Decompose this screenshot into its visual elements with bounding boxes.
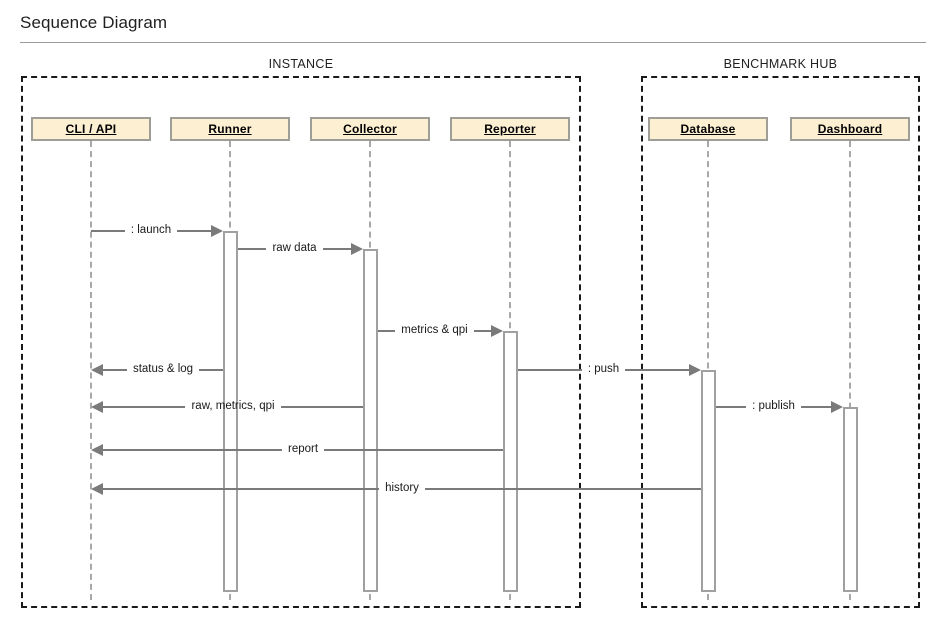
message-line-left bbox=[518, 369, 582, 371]
participant-database[interactable]: Database bbox=[648, 117, 768, 141]
message-line-left bbox=[378, 330, 396, 332]
activation-bar-runner[interactable] bbox=[223, 231, 238, 592]
message-label-m9: history bbox=[385, 482, 419, 494]
message-label-m8: report bbox=[287, 443, 319, 455]
message-m3[interactable]: metrics & qpi bbox=[378, 324, 503, 338]
message-line-right bbox=[199, 369, 223, 371]
participant-label-cli-api: CLI / API bbox=[65, 122, 117, 136]
message-m9[interactable]: history bbox=[91, 482, 701, 496]
group-frame-instance bbox=[21, 76, 581, 608]
group-frame-benchmark-hub bbox=[641, 76, 920, 608]
message-m8[interactable]: report bbox=[91, 443, 504, 457]
message-line-right bbox=[625, 369, 690, 371]
participant-collector[interactable]: Collector bbox=[310, 117, 430, 141]
arrow-head-left-icon bbox=[91, 364, 103, 376]
title-divider bbox=[20, 42, 926, 43]
message-label-m1: : launch bbox=[130, 224, 172, 236]
message-line-right bbox=[473, 330, 491, 332]
message-label-m5: : push bbox=[587, 363, 620, 375]
message-label-m3: metrics & qpi bbox=[401, 324, 468, 336]
activation-bar-collector[interactable] bbox=[363, 249, 378, 592]
message-label-m7: : publish bbox=[752, 400, 795, 412]
message-line-right bbox=[177, 230, 211, 232]
message-m1[interactable]: : launch bbox=[91, 224, 223, 238]
participant-reporter[interactable]: Reporter bbox=[450, 117, 570, 141]
message-m5[interactable]: : push bbox=[518, 363, 702, 377]
message-label-m2: raw data bbox=[272, 242, 317, 254]
message-line-right bbox=[324, 449, 504, 451]
activation-bar-dashboard[interactable] bbox=[843, 407, 858, 592]
arrow-head-left-icon bbox=[91, 483, 103, 495]
message-m4[interactable]: status & log bbox=[91, 363, 223, 377]
arrow-head-right-icon bbox=[831, 401, 843, 413]
message-line-left bbox=[238, 248, 267, 250]
participant-label-database: Database bbox=[680, 122, 736, 136]
participant-label-runner: Runner bbox=[208, 122, 252, 136]
arrow-head-left-icon bbox=[91, 401, 103, 413]
message-line-left bbox=[103, 449, 282, 451]
arrow-head-right-icon bbox=[689, 364, 702, 376]
activation-bar-reporter[interactable] bbox=[503, 331, 518, 592]
arrow-head-right-icon bbox=[491, 325, 503, 337]
message-m7[interactable]: : publish bbox=[716, 400, 843, 414]
message-line-left bbox=[103, 369, 127, 371]
message-line-left bbox=[91, 230, 125, 232]
arrow-head-right-icon bbox=[211, 225, 223, 237]
message-line-left bbox=[103, 488, 380, 490]
participant-dashboard[interactable]: Dashboard bbox=[790, 117, 910, 141]
lifeline-dashboard bbox=[849, 141, 851, 600]
message-line-left bbox=[103, 406, 186, 408]
participant-label-collector: Collector bbox=[343, 122, 397, 136]
arrow-head-left-icon bbox=[91, 444, 103, 456]
activation-bar-database[interactable] bbox=[701, 370, 716, 592]
message-label-m6: raw, metrics, qpi bbox=[191, 400, 275, 412]
message-label-m4: status & log bbox=[132, 363, 194, 375]
group-label-benchmark-hub: BENCHMARK HUB bbox=[723, 57, 838, 71]
participant-cli-api[interactable]: CLI / API bbox=[31, 117, 151, 141]
message-line-right bbox=[280, 406, 364, 408]
participant-label-dashboard: Dashboard bbox=[817, 122, 883, 136]
participant-runner[interactable]: Runner bbox=[170, 117, 290, 141]
page-title: Sequence Diagram bbox=[20, 13, 168, 32]
arrow-head-right-icon bbox=[351, 243, 364, 255]
message-line-right bbox=[322, 248, 352, 250]
message-m2[interactable]: raw data bbox=[238, 242, 364, 256]
group-label-instance: INSTANCE bbox=[268, 57, 334, 71]
message-m6[interactable]: raw, metrics, qpi bbox=[91, 400, 364, 414]
message-line-right bbox=[800, 406, 831, 408]
message-line-right bbox=[424, 488, 701, 490]
participant-label-reporter: Reporter bbox=[484, 122, 536, 136]
message-line-left bbox=[716, 406, 747, 408]
